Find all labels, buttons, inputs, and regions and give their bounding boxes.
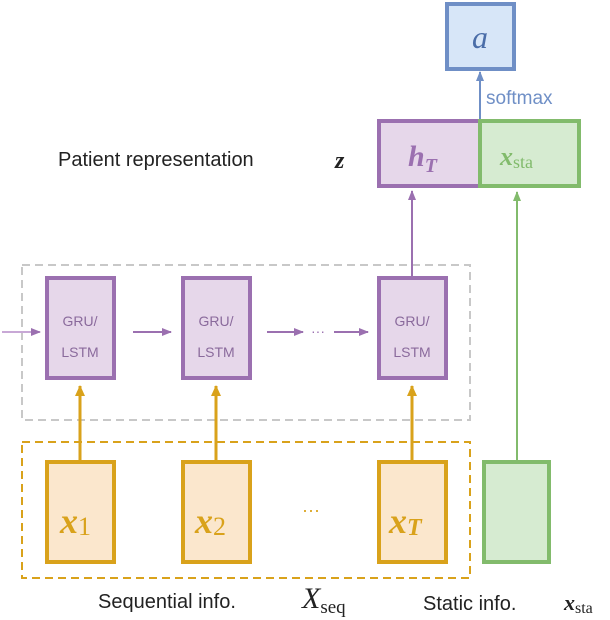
static-feature-box	[478, 119, 581, 188]
rnn-ellipsis: ···	[311, 323, 325, 339]
patient-representation-symbol: z	[334, 148, 345, 174]
sequential-caption-label: Sequential info.	[98, 591, 236, 613]
hidden-state-symbol: hT	[408, 140, 438, 177]
sequential-caption-symbol: Xseq	[301, 582, 346, 618]
rnn-cell-2	[181, 276, 252, 380]
input-ellipsis: ···	[302, 500, 320, 520]
static-input-box	[482, 460, 551, 564]
rnn-cell-3	[377, 276, 448, 380]
static-feature-symbol: xsta	[499, 142, 533, 172]
rnn-cell-1-line1: GRU/	[63, 313, 98, 329]
hidden-state-box	[377, 119, 482, 188]
static-caption-label: Static info.	[423, 593, 516, 615]
rnn-cell-2-line2: LSTM	[197, 344, 234, 360]
input-box-3	[377, 460, 448, 564]
rnn-cell-1-line2: LSTM	[61, 344, 98, 360]
input-box-1	[45, 460, 116, 564]
input-symbol-1: x1	[59, 501, 91, 541]
input-symbol-2: x2	[194, 501, 226, 541]
softmax-label: softmax	[486, 88, 553, 109]
rnn-cell-3-line1: GRU/	[395, 313, 430, 329]
sequential-input-container	[21, 441, 471, 579]
input-box-2	[181, 460, 252, 564]
rnn-cell-2-line1: GRU/	[199, 313, 234, 329]
rnn-container	[21, 264, 471, 421]
patient-representation-label: Patient representation	[58, 149, 254, 171]
input-symbol-3: xT	[388, 501, 423, 541]
rnn-cell-1	[45, 276, 116, 380]
static-caption-symbol: xsta	[563, 590, 593, 617]
output-node	[445, 2, 516, 71]
output-symbol: a	[472, 19, 488, 55]
rnn-cell-3-line2: LSTM	[393, 344, 430, 360]
